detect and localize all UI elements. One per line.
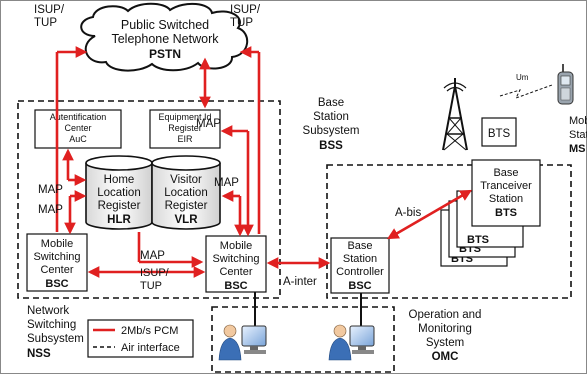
pstn-abbr: PSTN	[149, 47, 181, 61]
pstn-label-1: Public Switched	[121, 18, 209, 32]
msc-left-label-1: Mobile	[41, 238, 73, 250]
map-msc-label: MAP	[140, 250, 165, 262]
bss-label-2: Station	[313, 111, 349, 123]
legend-pcm-label: 2Mb/s PCM	[121, 325, 178, 337]
bss-label-3: Subsystem	[303, 125, 360, 137]
bts-stack: BTS BTS BTS Base Tranceiver Station BTS	[440, 159, 541, 267]
map-hlr-label: MAP	[38, 204, 63, 216]
bts-front-label-2: Tranceiver	[480, 180, 532, 192]
vlr-label-2: Location	[164, 187, 207, 199]
mobile-phone-icon	[557, 64, 574, 105]
isup-msc-label-1: ISUP/	[140, 267, 170, 279]
hlr-abbr: HLR	[107, 214, 131, 226]
msc-right-box: Mobile Switching Center BSC	[205, 235, 267, 293]
auc-abbr: AuC	[69, 134, 87, 144]
omc-abbr: OMC	[432, 351, 459, 363]
eir-abbr: EIR	[177, 134, 193, 144]
isup-left-label-2: TUP	[34, 17, 57, 29]
map-eir-label: MAP	[196, 118, 221, 130]
legend-air-label: Air interface	[121, 342, 180, 354]
a-inter-label: A-inter	[283, 276, 317, 288]
a-bis-label: A-bis	[395, 207, 421, 219]
msc-right-label-1: Mobile	[220, 240, 252, 252]
bts-stack-label-1: BTS	[467, 234, 489, 246]
antenna-tower-icon	[442, 78, 468, 151]
hlr-label-1: Home	[104, 174, 135, 186]
bss-label-1: Base	[318, 97, 344, 109]
isup-right-label-1: ISUP/	[230, 4, 261, 16]
bsc-label-1: Base	[347, 240, 372, 252]
bts-front-label-1: Base	[493, 167, 518, 179]
vlr-label-1: Visitor	[170, 174, 202, 186]
map-vlr-label: MAP	[214, 177, 239, 189]
msc-right-label-3: Center	[219, 266, 252, 278]
omc-label-3: System	[426, 337, 464, 349]
link-bsc-bts	[386, 189, 473, 240]
msc-left-label-3: Center	[40, 264, 73, 276]
vlr-label-3: Register	[165, 200, 208, 212]
nss-boundary	[17, 100, 281, 299]
omc-boundary	[211, 306, 395, 373]
bsc-box: Base Station Controller BSC	[330, 237, 390, 294]
bsc-label-2: Station	[343, 253, 377, 265]
nss-label-2: Switching	[27, 319, 76, 331]
bts-front-abbr: BTS	[495, 207, 517, 219]
bsc-abbr: BSC	[348, 280, 371, 292]
bsc-label-3: Controller	[336, 266, 384, 278]
msc-right-abbr: BSC	[224, 280, 247, 292]
operator-workstation-icon-left	[218, 324, 267, 361]
auc-label-1: Autentification	[50, 112, 107, 122]
pcm-links	[55, 46, 473, 278]
um-radio-link	[499, 84, 553, 99]
pstn-cloud: Public Switched Telephone Network PSTN	[80, 2, 248, 72]
bss-boundary	[326, 164, 572, 299]
eir-label-2: Register	[168, 123, 202, 133]
auc-label-2: Center	[64, 123, 91, 133]
auc-box: Autentification Center AuC	[34, 109, 122, 149]
operator-workstation-icon-right	[328, 324, 375, 361]
bts-front-label-3: Station	[489, 193, 523, 205]
nss-abbr: NSS	[27, 348, 51, 360]
msc-right-label-2: Switching	[212, 253, 259, 265]
vlr-abbr: VLR	[175, 214, 199, 226]
isup-right-label-2: TUP	[230, 17, 253, 29]
ms-abbr: MS	[569, 143, 586, 155]
hlr-label-3: Register	[98, 200, 141, 212]
omc-label-1: Operation and	[409, 309, 482, 321]
msc-left-label-2: Switching	[33, 251, 80, 263]
isup-left-label-1: ISUP/	[34, 4, 65, 16]
omc-label-2: Monitoring	[418, 323, 472, 335]
nss-label-1: Network	[27, 305, 69, 317]
hlr-cylinder: Home Location Register HLR	[85, 155, 153, 230]
msc-left-box: Mobile Switching Center BSC	[26, 233, 88, 292]
bss-abbr: BSS	[319, 140, 343, 152]
eir-label-1: Equipment Id	[158, 112, 211, 122]
hlr-label-2: Location	[97, 187, 140, 199]
nss-label-3: Subsystem	[27, 333, 84, 345]
legend: 2Mb/s PCM Air interface	[87, 319, 194, 358]
vlr-cylinder: Visitor Location Register VLR	[151, 155, 221, 230]
bts-tower-box: BTS	[481, 117, 517, 147]
msc-left-abbr: BSC	[45, 278, 68, 290]
ms-label-2: Station	[569, 129, 587, 141]
eir-box: Equipment Id Register EIR	[149, 109, 221, 149]
ms-label-1: Mobile	[569, 115, 587, 127]
pstn-label-2: Telephone Network	[111, 32, 219, 46]
bts-tower-label: BTS	[488, 128, 511, 140]
isup-msc-label-2: TUP	[140, 280, 162, 292]
map-auc-label: MAP	[38, 184, 63, 196]
um-label: Um	[516, 73, 529, 82]
